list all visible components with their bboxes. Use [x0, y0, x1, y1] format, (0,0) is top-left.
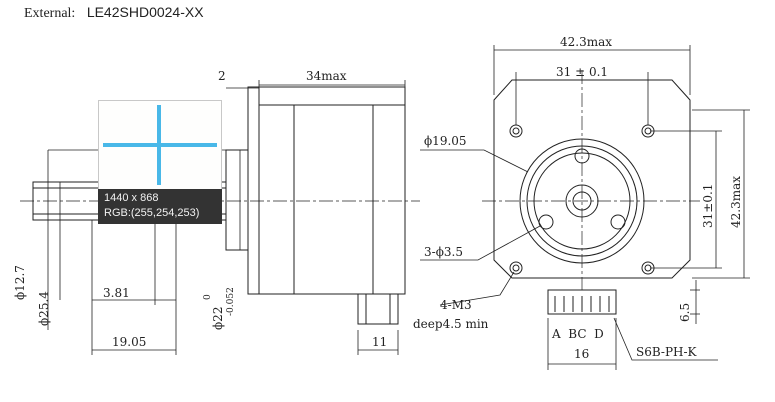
color-picker-tooltip: 1440 x 868 RGB:(255,254,253): [98, 100, 222, 224]
header: External: LE42SHD0024-XX: [24, 4, 204, 22]
dim-holes-mount: 4-M3: [440, 298, 472, 312]
dim-holes-small: 3-ϕ3.5: [424, 245, 463, 259]
header-label: External:: [24, 6, 76, 21]
tooltip-size: 1440 x 868: [104, 192, 159, 204]
front-view-outline: [493, 79, 691, 315]
dim-connector-width: 16: [574, 347, 589, 361]
dim-width-max: 42.3max: [560, 35, 612, 49]
dim-pilot-tol-upper: 0: [203, 294, 213, 300]
dim-pilot-dia: ϕ22: [211, 307, 225, 330]
side-view-dims: [47, 80, 406, 355]
dim-boss-dia: ϕ25.4: [37, 291, 51, 326]
dim-connector-height: 6.5: [678, 303, 692, 322]
tooltip-info: 1440 x 868 RGB:(255,254,253): [98, 189, 222, 224]
dim-hole-spacing-top: 31 ± 0.1: [556, 65, 608, 79]
dim-flange: 2: [218, 69, 226, 83]
pin-labels: A BC D: [551, 327, 604, 341]
magnifier-preview: [98, 100, 222, 190]
model-number: LE42SHD0024-XX: [86, 4, 204, 20]
dim-pilot-tol-lower: -0.052: [226, 287, 236, 316]
dim-connector-length: 11: [372, 335, 387, 349]
dim-body-length: 34max: [306, 69, 347, 83]
tooltip-rgb: RGB:(255,254,253): [104, 207, 200, 219]
dim-holes-depth: deep4.5 min: [413, 317, 489, 331]
connector-name: S6B-PH-K: [636, 345, 698, 359]
crosshair-vertical: [157, 105, 161, 185]
dim-flat-length: 3.81: [103, 286, 130, 300]
dim-shaft-length: 19.05: [112, 335, 146, 349]
dim-shaft-dia: ϕ12.7: [13, 265, 27, 300]
front-view-dims: [420, 45, 750, 370]
dim-height-max: 42.3max: [729, 176, 743, 228]
dim-pilot-circle: ϕ19.05: [424, 134, 467, 148]
dim-hole-spacing-side: 31±0.1: [701, 184, 715, 228]
